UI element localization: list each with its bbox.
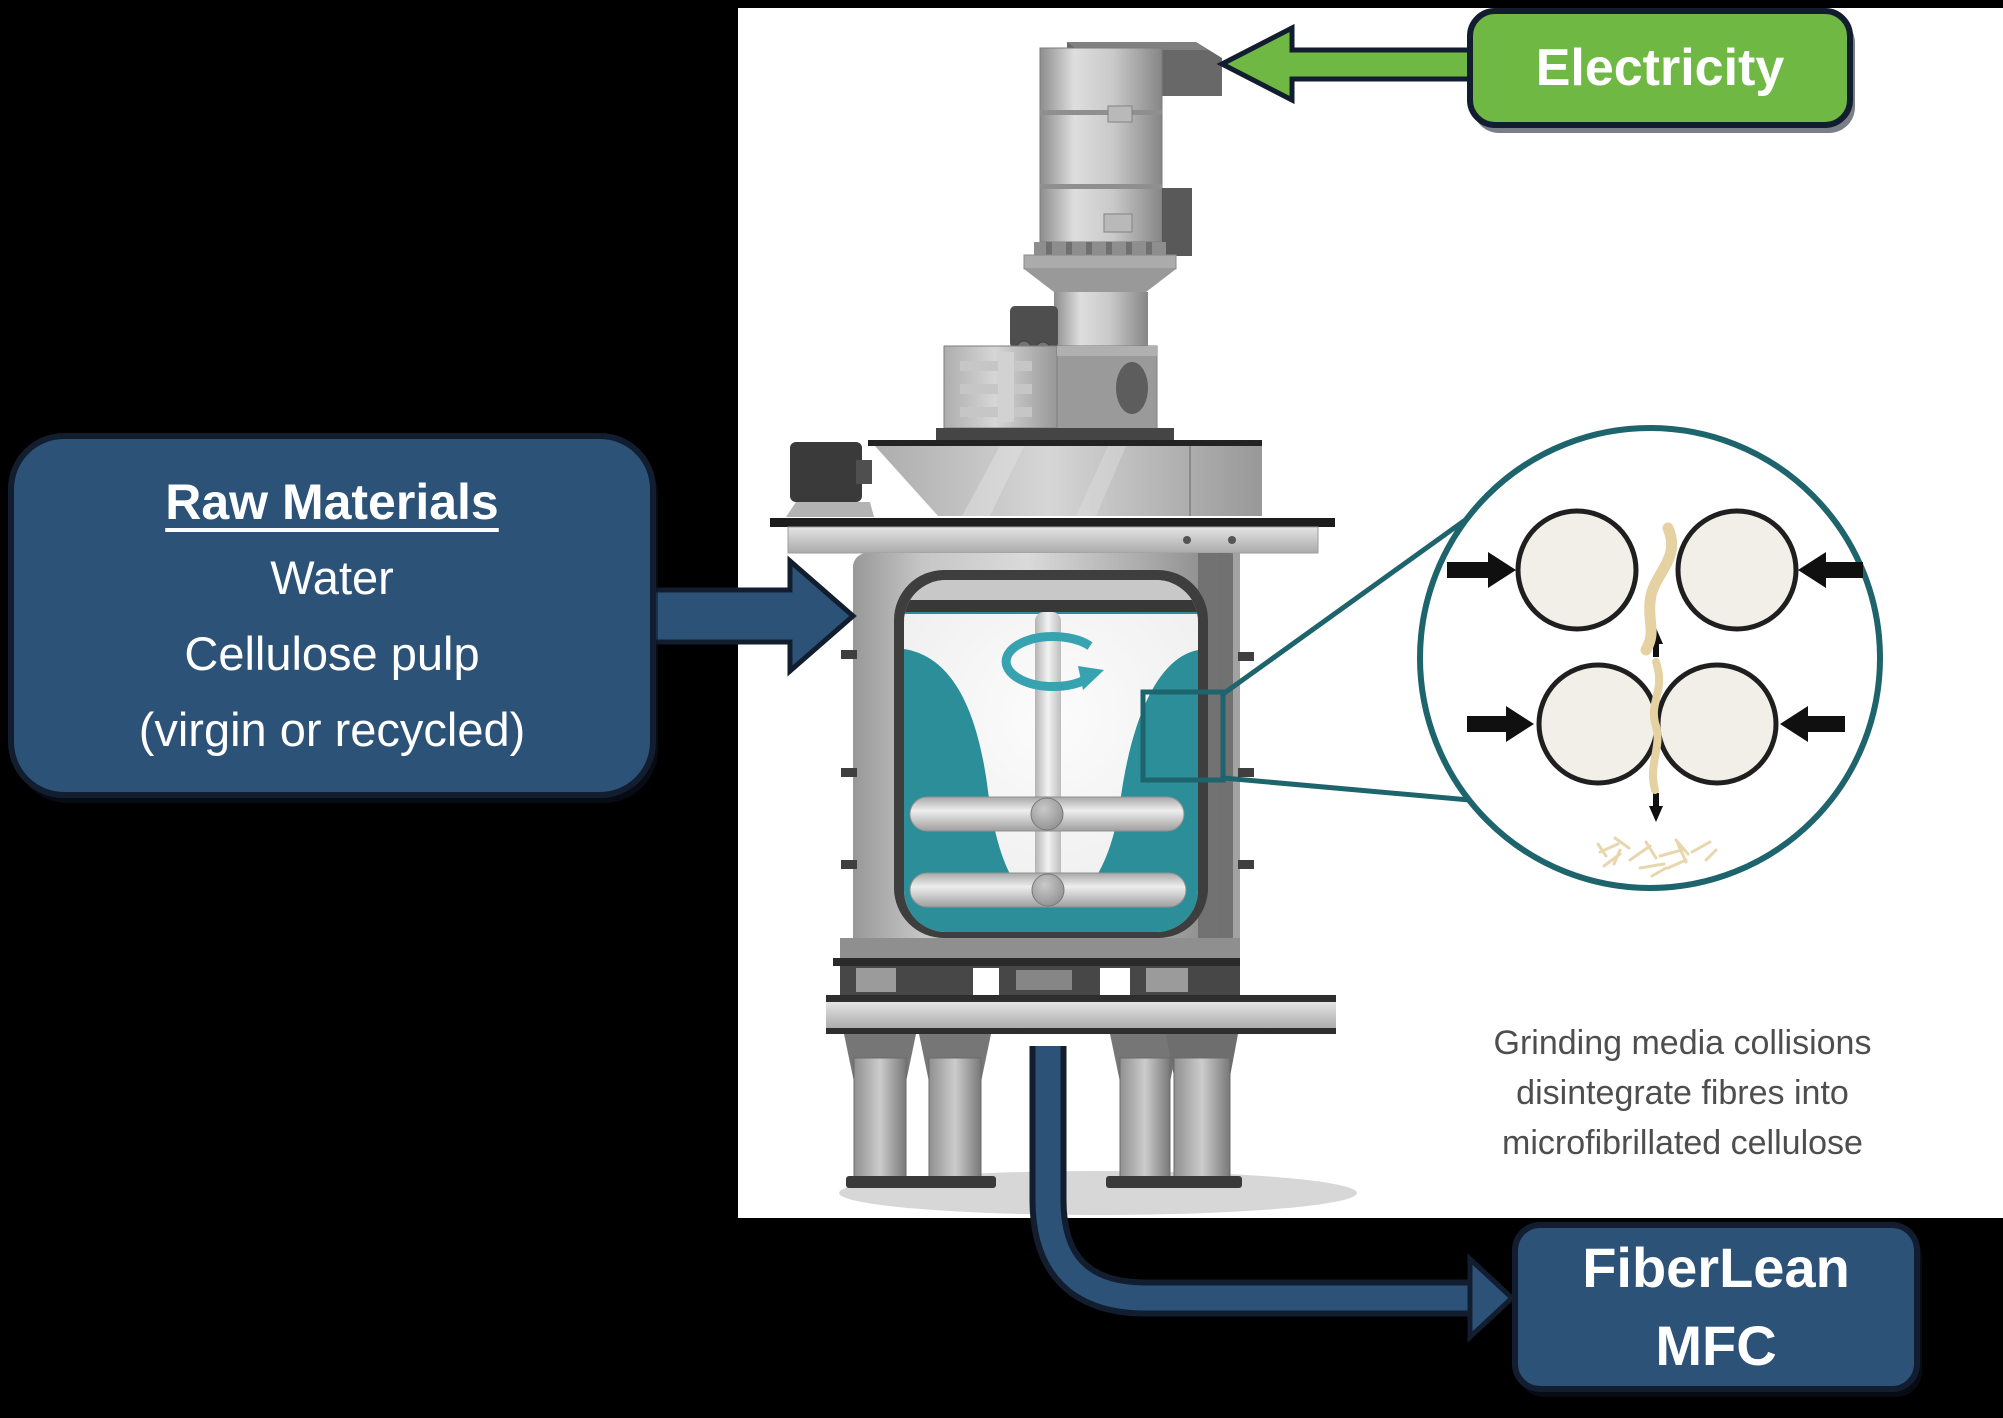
magnifier-tangent-line-lower	[1222, 775, 1493, 805]
vessel-interior	[904, 580, 1198, 932]
grinding-media-ball	[1655, 662, 1779, 786]
cellulose-fibre-pinched	[1648, 658, 1664, 794]
agitator-shaft	[1035, 612, 1061, 906]
electricity-box: Electricity	[1467, 8, 1853, 128]
mini-arrow-up-icon	[1649, 628, 1663, 657]
raw-materials-line-pulp: Cellulose pulp	[184, 626, 480, 680]
grinding-media-ball	[1675, 508, 1799, 632]
rotation-arrowhead-icon	[1078, 666, 1104, 690]
machine-legs	[844, 1034, 1242, 1188]
machine-hopper-drum	[875, 446, 1262, 516]
grinding-media-ball	[1515, 508, 1639, 632]
fiberlean-mfc-box: FiberLean MFC	[1512, 1222, 1920, 1392]
machine-mounting-ring	[833, 938, 1240, 998]
collision-arrow-right-upper-icon	[1798, 552, 1863, 588]
collision-arrow-left-upper-icon	[1447, 552, 1516, 588]
raw-materials-title: Raw Materials	[165, 473, 499, 530]
inset-caption-line-2: disintegrate fibres into	[1516, 1074, 1849, 1112]
machine-motor-tower	[1039, 47, 1192, 256]
electricity-arrow-icon	[1216, 23, 1475, 105]
magnifier-circle-inset	[1417, 425, 1883, 891]
raw-materials-arrow-icon	[649, 555, 857, 677]
paddle-hub-lower	[1031, 873, 1065, 907]
fiberlean-line-2: MFC	[1655, 1314, 1777, 1377]
paddle-hub-upper	[1030, 797, 1064, 831]
machine-deck-plate	[770, 518, 1335, 554]
grinder-machine	[770, 42, 1336, 1188]
zoom-source-square	[1140, 689, 1226, 783]
cellulose-fibre-upper	[1640, 522, 1678, 656]
fiberlean-line-1: FiberLean	[1582, 1236, 1850, 1299]
inset-caption-line-1: Grinding media collisions	[1493, 1024, 1872, 1062]
machine-gearbox	[868, 345, 1262, 446]
machine-base-slab	[826, 995, 1336, 1034]
machine-side-motor	[786, 442, 874, 517]
collision-arrow-left-lower-icon	[1467, 706, 1534, 742]
inset-caption: Grinding media collisions disintegrate f…	[1460, 1018, 1905, 1168]
electricity-label: Electricity	[1535, 39, 1785, 97]
mini-arrow-down-icon	[1649, 793, 1663, 822]
output-elbow-arrow-icon	[1029, 1046, 1516, 1343]
magnifier-tangent-line-upper	[1221, 505, 1484, 697]
microfibrillated-cellulose-fluff	[1596, 836, 1718, 878]
raw-materials-line-origin: (virgin or recycled)	[138, 702, 526, 756]
machine-coupling-neck	[1010, 242, 1177, 357]
raw-materials-box: Raw Materials Water Cellulose pulp (virg…	[8, 433, 656, 798]
grinding-media-ball	[1536, 662, 1660, 786]
raw-materials-line-water: Water	[270, 550, 394, 604]
collision-arrow-right-lower-icon	[1780, 706, 1845, 742]
rotation-arrow-icon	[1001, 632, 1093, 691]
inset-caption-line-3: microfibrillated cellulose	[1502, 1124, 1863, 1162]
